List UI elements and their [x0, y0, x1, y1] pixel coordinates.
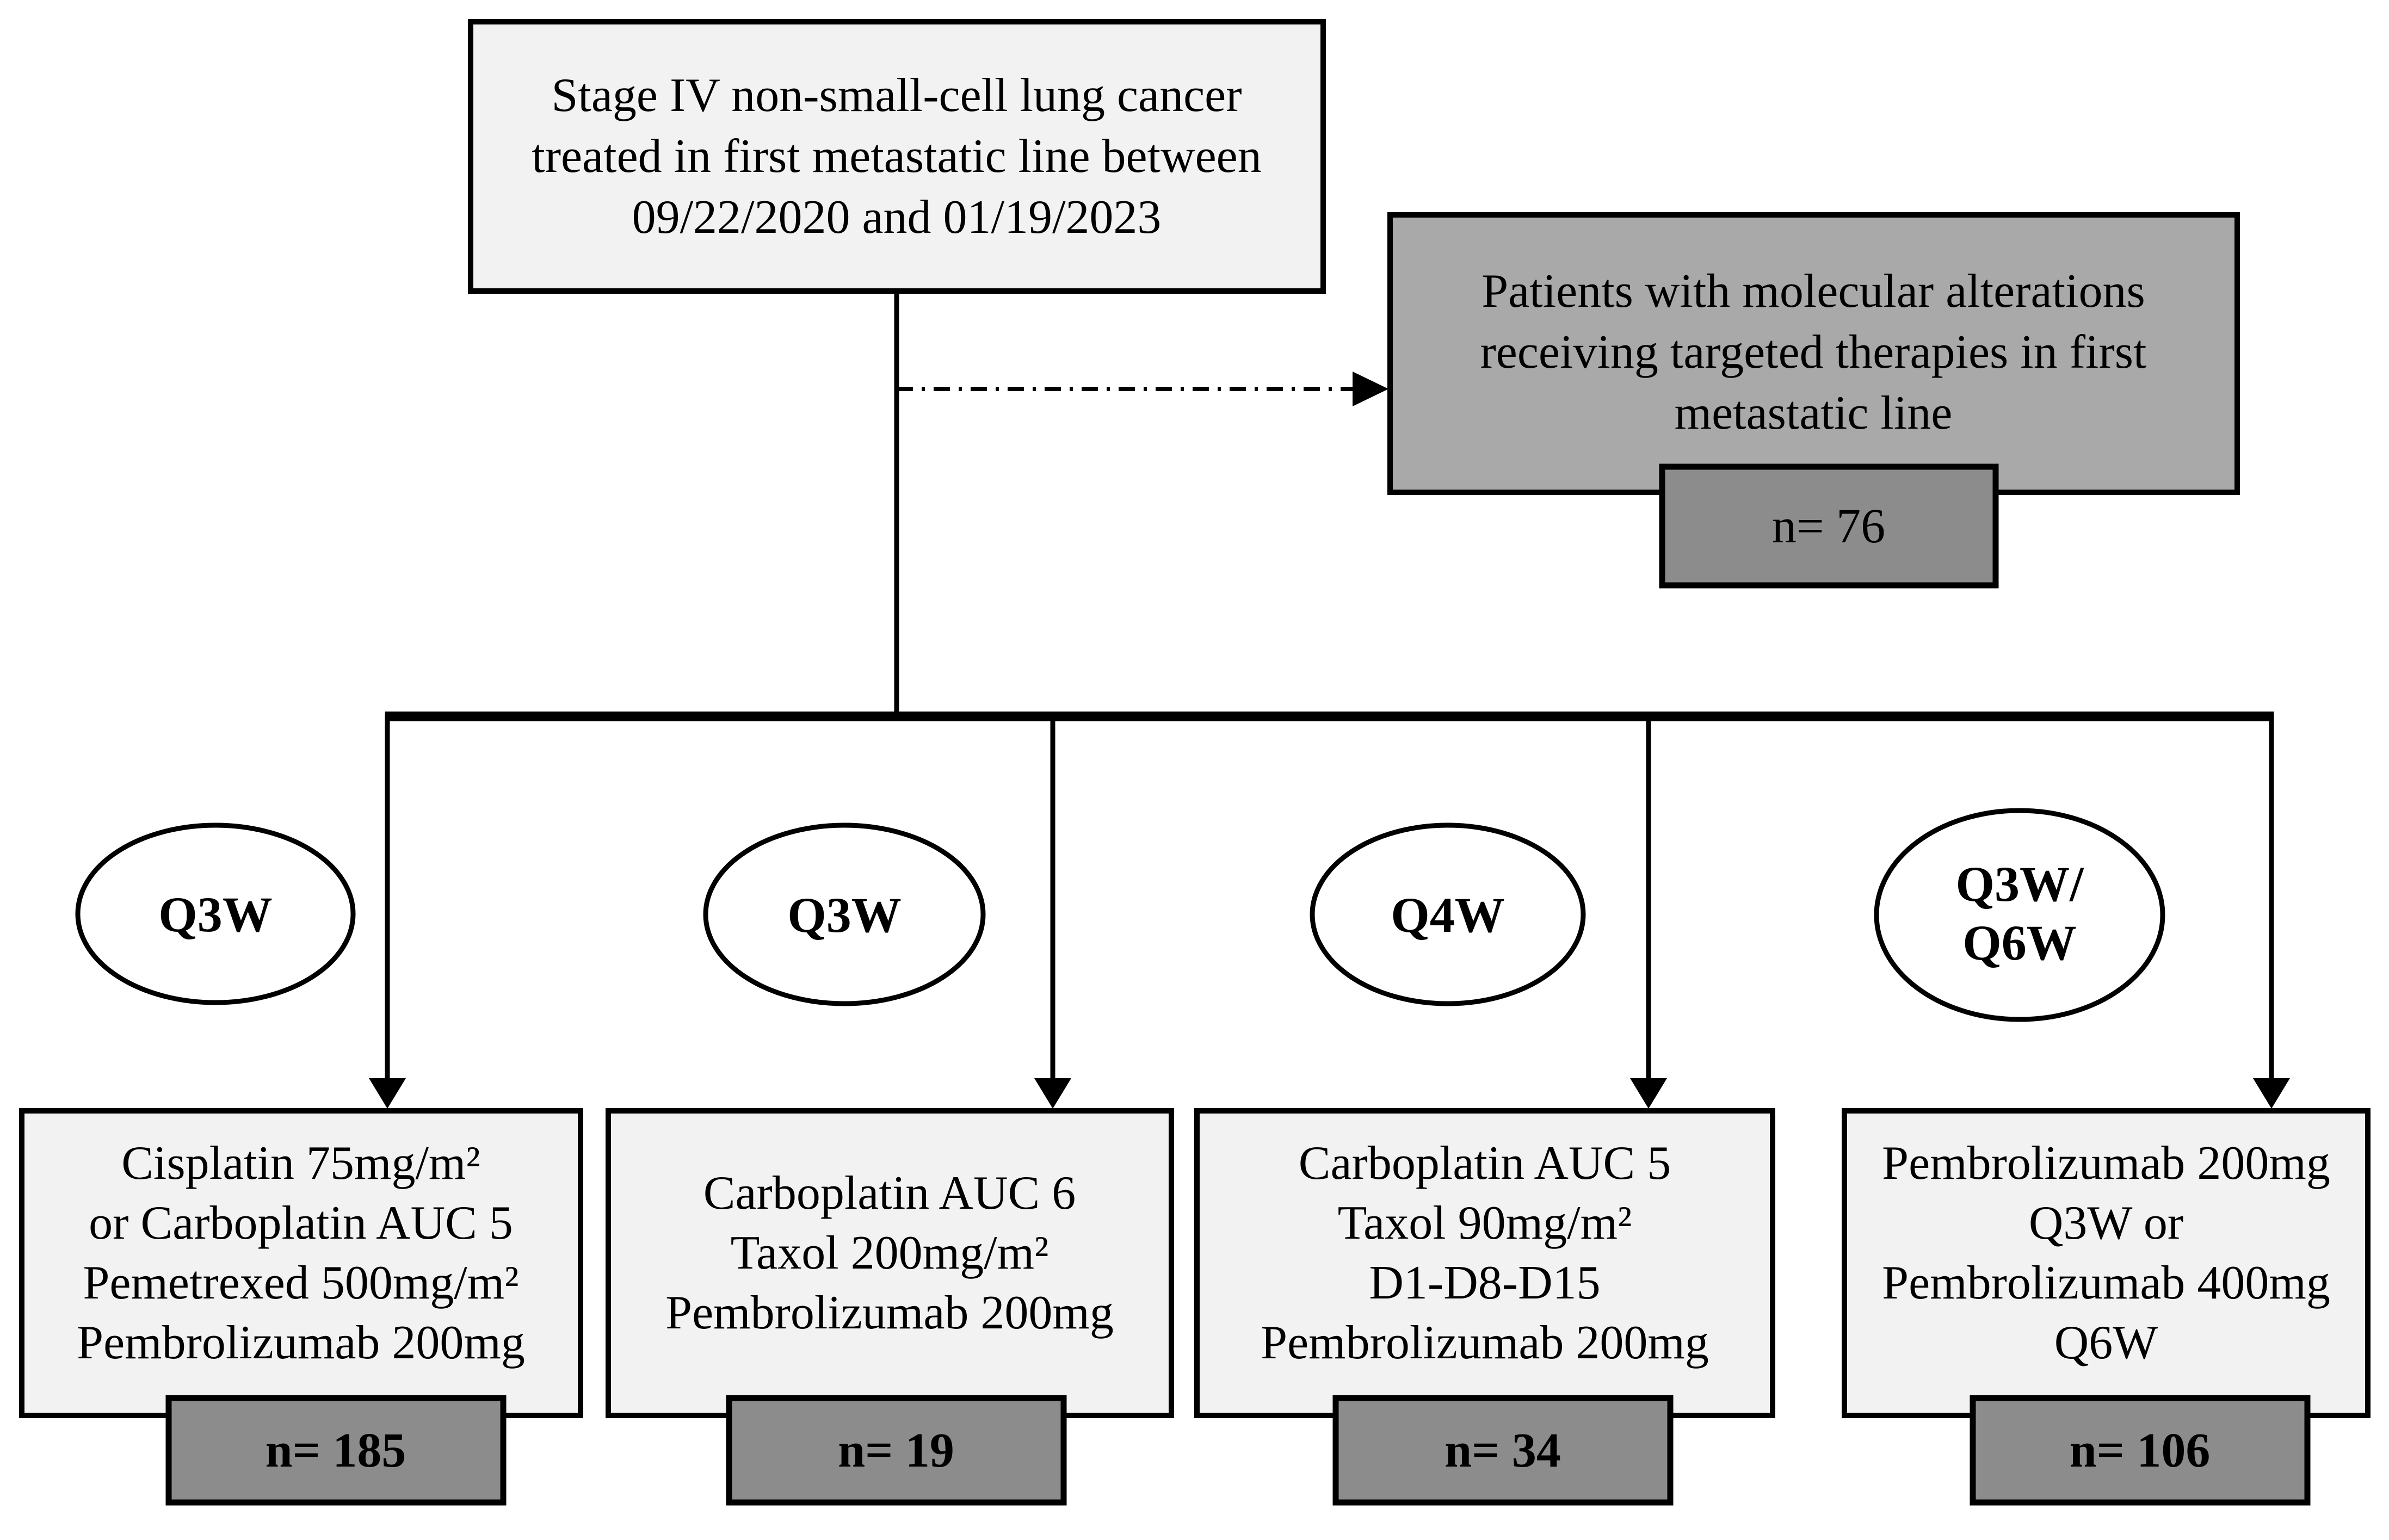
regimen-box-4 — [1842, 1108, 2371, 1418]
exclusion-box-line-2: receiving targeted therapies in first — [1480, 326, 2147, 379]
schedule-label-4-line-1: Q3W/ — [1955, 856, 2084, 912]
branch-arrowhead-4 — [2253, 1078, 2290, 1109]
root-box-line-1: Stage IV non-small-cell lung cancer — [551, 69, 1242, 122]
schedule-ellipse-4 — [1874, 808, 2165, 1022]
schedule-label-2: Q3W — [787, 887, 902, 943]
count-badge-1 — [165, 1395, 507, 1506]
count-label-3: n= 34 — [1444, 1424, 1561, 1477]
schedule-label-1: Q3W — [158, 887, 273, 942]
root-box-line-3: 09/22/2020 and 01/19/2023 — [632, 191, 1162, 244]
regimen-box-4-line-3: Pembrolizumab 400mg — [1882, 1257, 2330, 1309]
exclusion-box — [1387, 212, 2240, 495]
regimen-box-1-line-4: Pembrolizumab 200mg — [77, 1316, 525, 1369]
regimen-box-4-line-4: Q6W — [2054, 1316, 2158, 1369]
schedule-ellipse-3 — [1310, 822, 1586, 1006]
exclusion-count-label: n= 76 — [1772, 499, 1885, 553]
regimen-box-3-line-4: Pembrolizumab 200mg — [1261, 1316, 1709, 1369]
count-badge-2 — [726, 1395, 1067, 1506]
regimen-box-1-line-1: Cisplatin 75mg/m² — [121, 1137, 480, 1190]
count-label-1: n= 185 — [266, 1424, 406, 1477]
root-box — [468, 19, 1326, 294]
regimen-box-2-line-3: Pembrolizumab 200mg — [665, 1287, 1114, 1339]
branch-arrowhead-2 — [1034, 1078, 1071, 1109]
regimen-box-4-line-1: Pembrolizumab 200mg — [1882, 1137, 2330, 1190]
schedule-ellipse-2 — [703, 822, 986, 1006]
regimen-box-4-line-2: Q3W or — [2029, 1197, 2183, 1250]
regimen-box-1-line-2: or Carboplatin AUC 5 — [89, 1197, 513, 1250]
regimen-box-3-line-2: Taxol 90mg/m² — [1338, 1197, 1632, 1250]
schedule-label-4-line-2: Q6W — [1962, 915, 2077, 970]
schedule-ellipse-1 — [75, 822, 356, 1005]
exclusion-count-badge — [1659, 463, 1999, 589]
regimen-box-1 — [19, 1108, 583, 1418]
regimen-box-2-line-2: Taxol 200mg/m² — [731, 1227, 1049, 1279]
count-label-4: n= 106 — [2070, 1424, 2211, 1477]
count-badge-4 — [1970, 1395, 2311, 1506]
regimen-box-2-line-1: Carboplatin AUC 6 — [703, 1167, 1076, 1220]
branch-arrowhead-3 — [1630, 1078, 1667, 1109]
schedule-label-3: Q4W — [1391, 887, 1505, 943]
regimen-box-3-line-1: Carboplatin AUC 5 — [1299, 1137, 1671, 1190]
regimen-box-3-line-3: D1-D8-D15 — [1369, 1257, 1600, 1309]
regimen-box-2 — [606, 1108, 1174, 1418]
exclusion-arrowhead — [1353, 372, 1388, 406]
root-box-line-2: treated in first metastatic line between — [532, 130, 1261, 183]
regimen-box-1-line-3: Pemetrexed 500mg/m² — [83, 1257, 518, 1309]
exclusion-box-line-1: Patients with molecular alterations — [1481, 265, 2145, 318]
exclusion-box-line-3: metastatic line — [1675, 387, 1953, 440]
count-badge-3 — [1332, 1395, 1674, 1506]
branch-arrowhead-1 — [369, 1078, 406, 1109]
count-label-2: n= 19 — [838, 1424, 954, 1477]
